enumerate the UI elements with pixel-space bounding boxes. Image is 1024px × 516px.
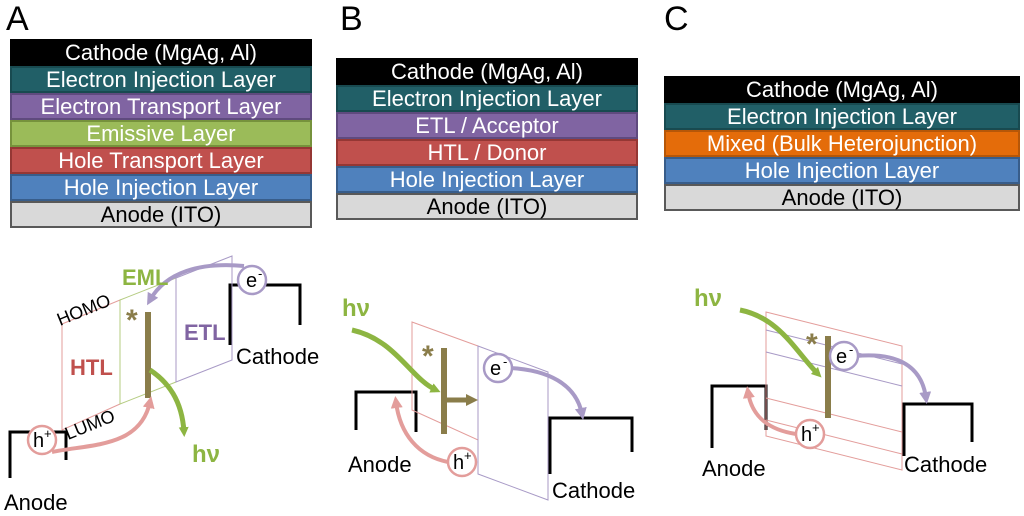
mixed-box-outer-c <box>765 311 903 471</box>
excited-star-c: * <box>806 328 818 361</box>
panel-b-letter: B <box>340 0 363 38</box>
electron-label-a: e <box>246 270 257 292</box>
hole-label-a: h <box>33 430 44 452</box>
photon-arrow-a <box>148 367 189 437</box>
acceptor-box-b <box>477 345 549 501</box>
hole-arrow-a <box>51 396 155 454</box>
electron-sup-b: - <box>503 354 507 369</box>
electron-arrow-c <box>855 353 932 404</box>
excited-star-b: * <box>422 340 434 373</box>
anode-label-a: Anode <box>4 490 68 515</box>
layer-a-5: Hole Injection Layer <box>10 174 312 201</box>
photon-arrow-b <box>351 327 441 393</box>
layer-c-3: Hole Injection Layer <box>664 157 1020 184</box>
eml-label: EML <box>122 265 168 290</box>
hole-circle-b <box>446 446 478 478</box>
panel-b-diagram: * e - h + hν Anode Cathode <box>342 295 635 503</box>
photon-label-a: hν <box>192 441 220 468</box>
hole-circle-c <box>794 418 826 450</box>
anode-label-b: Anode <box>348 452 412 477</box>
electron-label-b: e <box>490 358 501 380</box>
panel-a-layer-stack: Cathode (MgAg, Al) Electron Injection La… <box>10 39 312 228</box>
layer-b-4: Hole Injection Layer <box>336 166 638 193</box>
cathode-label-a: Cathode <box>236 344 319 369</box>
photon-arrow-c <box>739 307 822 378</box>
mixed-box-line3-c <box>765 397 903 433</box>
hole-label-c: h <box>801 424 812 446</box>
hole-sup-c: + <box>812 420 820 435</box>
layer-b-2: ETL / Acceptor <box>336 112 638 139</box>
layer-c-4: Anode (ITO) <box>664 184 1020 211</box>
mixed-box-line2-c <box>765 351 903 387</box>
layer-c-1: Electron Injection Layer <box>664 103 1020 130</box>
layer-a-1: Electron Injection Layer <box>10 66 312 93</box>
cathode-label-b: Cathode <box>552 478 635 503</box>
panel-c-diagram: * e - h + hν Anode Cathode <box>694 285 987 481</box>
panel-c-letter: C <box>664 0 689 38</box>
hole-arrow-b <box>390 396 449 464</box>
anode-label-c: Anode <box>702 456 766 481</box>
lumo-label: LUMO <box>62 406 118 444</box>
cathode-level-a <box>228 283 302 345</box>
homo-label: HOMO <box>54 290 113 330</box>
cathode-label-c: Cathode <box>904 452 987 477</box>
layer-c-0: Cathode (MgAg, Al) <box>664 76 1020 103</box>
htl-label: HTL <box>70 355 113 380</box>
layer-b-5: Anode (ITO) <box>336 193 638 220</box>
layer-a-4: Hole Transport Layer <box>10 147 312 174</box>
electron-arrow-a <box>147 263 245 306</box>
electron-circle-b <box>482 352 514 384</box>
hole-label-b: h <box>453 452 464 474</box>
photon-label-b: hν <box>342 295 370 322</box>
electron-arrow-b <box>509 366 587 420</box>
anode-level-b <box>354 390 418 432</box>
layer-b-1: Electron Injection Layer <box>336 85 638 112</box>
cathode-level-c <box>902 402 974 456</box>
panel-b-layer-stack: Cathode (MgAg, Al) Electron Injection La… <box>336 58 638 220</box>
layer-a-0: Cathode (MgAg, Al) <box>10 39 312 66</box>
layer-a-3: Emissive Layer <box>10 120 312 147</box>
etl-box <box>175 255 233 383</box>
panel-c-layer-stack: Cathode (MgAg, Al) Electron Injection La… <box>664 76 1020 211</box>
electron-label-c: e <box>836 346 847 368</box>
panel-a-diagram: EML ETL HTL HOMO LUMO * e - h + hν Anode… <box>4 255 319 515</box>
layer-b-0: Cathode (MgAg, Al) <box>336 58 638 85</box>
mixed-box-line4-c <box>765 419 903 455</box>
excited-star-a: * <box>126 304 138 337</box>
layer-c-2: Mixed (Bulk Heterojunction) <box>664 130 1020 157</box>
photon-label-c: hν <box>694 285 722 312</box>
layer-a-2: Electron Transport Layer <box>10 93 312 120</box>
electron-circle-c <box>828 340 860 372</box>
layer-a-6: Anode (ITO) <box>10 201 312 228</box>
panel-a-letter: A <box>6 0 29 38</box>
etl-label: ETL <box>184 320 226 345</box>
hole-sup-a: + <box>44 426 52 441</box>
hole-arrow-c <box>742 386 797 436</box>
electron-sup-c: - <box>849 342 853 357</box>
electron-circle-a <box>236 264 268 296</box>
hole-sup-b: + <box>464 448 472 463</box>
electron-sup-a: - <box>258 266 262 281</box>
hole-circle-a <box>26 424 58 456</box>
cathode-level-b <box>548 416 634 474</box>
layer-b-3: HTL / Donor <box>336 139 638 166</box>
